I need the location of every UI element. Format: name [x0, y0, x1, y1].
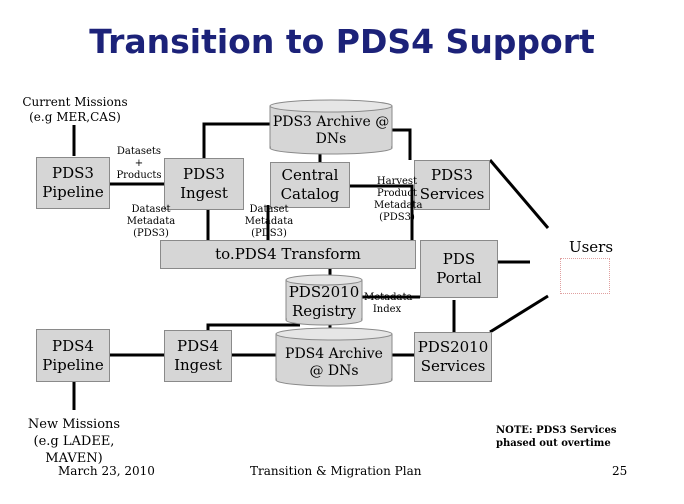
central-catalog-box: Central Catalog: [270, 162, 350, 208]
new-missions-line-1: New Missions: [27, 417, 121, 432]
line-users-to-pds2010: [489, 294, 549, 334]
edge-label-line: (PDS3): [133, 228, 169, 239]
pds3-services-box: PDS3 Services: [414, 160, 490, 210]
pds-portal-box: PDS Portal: [420, 240, 498, 298]
edge-label-dataset-metadata-2: Dataset Metadata (PDS3): [244, 204, 294, 240]
edge-label-line: Metadata: [126, 216, 176, 227]
pds4-ingest-box: PDS4 Ingest: [164, 330, 232, 382]
pds4-archive-cylinder: [275, 327, 393, 387]
new-missions-label: New Missions (e.g LADEE, MAVEN): [22, 416, 126, 467]
edge-label-line: (PDS3): [251, 228, 287, 239]
users-image-placeholder: [560, 258, 610, 294]
pds3-ingest-box: PDS3 Ingest: [164, 158, 244, 210]
registry-label: PDS2010 Registry: [288, 283, 360, 320]
line-archive-right: [392, 128, 412, 160]
line-ingest-to-archive: [202, 122, 270, 158]
footer-date: March 23, 2010: [58, 464, 155, 478]
edge-label-line: Dataset: [249, 204, 289, 215]
pds3-archive-cylinder: [269, 99, 393, 155]
edge-label-line: Metadata: [374, 200, 423, 211]
pds3-archive-label: PDS3 Archive @ DNs: [272, 114, 390, 147]
edge-label-line: Products: [116, 170, 162, 181]
page-title: Transition to PDS4 Support: [89, 22, 595, 61]
current-missions-line-1: Current Missions: [22, 95, 128, 109]
current-missions-label: Current Missions (e.g MER,CAS): [20, 95, 130, 125]
edge-label-datasets-products: Datasets + Products: [113, 146, 165, 182]
edge-label-line: Dataset: [131, 204, 171, 215]
edge-label-line: Datasets +: [116, 146, 162, 169]
new-missions-line-3: MAVEN): [45, 451, 103, 466]
edge-label-line: Product: [377, 188, 417, 199]
transform-box: to.PDS4 Transform: [160, 240, 416, 269]
line-services-to-users: [488, 159, 550, 229]
current-missions-line-2: (e.g MER,CAS): [29, 110, 121, 124]
footer-page-number: 25: [612, 464, 628, 478]
users-label: Users: [568, 238, 614, 256]
note-text: NOTE: PDS3 Services phased out overtime: [496, 425, 617, 449]
edge-label-metadata-index: Metadata Index: [364, 292, 413, 316]
edge-label-line: Harvest: [376, 176, 418, 187]
registry-cylinder: [285, 274, 363, 326]
pds4-archive-label: PDS4 Archive @ DNs: [285, 346, 383, 379]
edge-label-line: (PDS3): [379, 212, 415, 223]
footer-center: Transition & Migration Plan: [250, 464, 422, 478]
pds2010-services-box: PDS2010 Services: [414, 332, 492, 382]
edge-label-dataset-metadata-1: Dataset Metadata (PDS3): [126, 204, 176, 240]
new-missions-line-2: (e.g LADEE,: [33, 434, 115, 449]
edge-label-line: Metadata: [364, 292, 413, 303]
edge-label-line: Metadata: [244, 216, 294, 227]
edge-label-line: Index: [372, 304, 402, 315]
edge-label-harvest: Harvest Product Metadata (PDS3): [374, 176, 423, 224]
pds3-pipeline-box: PDS3 Pipeline: [36, 157, 110, 209]
line-catalog-to-services: [350, 184, 414, 240]
pds4-pipeline-box: PDS4 Pipeline: [36, 329, 110, 382]
